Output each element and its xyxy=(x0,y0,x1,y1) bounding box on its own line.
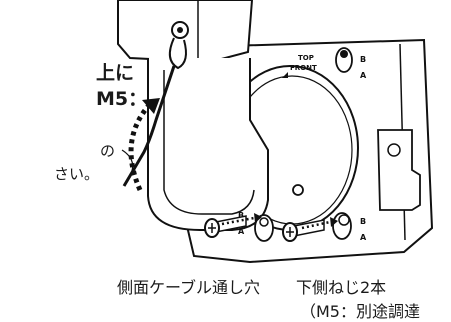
mid-screw xyxy=(292,184,304,196)
top-right-screw xyxy=(340,50,348,58)
instruction-line-1: 上に xyxy=(96,62,135,84)
side-cable-hole-caption: 側面ケーブル通し穴 xyxy=(117,278,261,297)
mark-b-lower-left: B xyxy=(238,211,244,220)
right-tab-hole xyxy=(387,143,401,157)
screw-spec-caption: （M5：別途調達 xyxy=(300,302,420,321)
safety-wire-tail xyxy=(121,149,134,177)
top-front-arrow xyxy=(282,72,288,78)
top-front-label-1: TOP xyxy=(298,54,314,62)
screw-right-cross xyxy=(286,227,294,237)
rotation-arrow-head xyxy=(142,98,160,114)
lower-left-slot-hole xyxy=(259,217,269,227)
mark-a-lower-left: A xyxy=(238,227,245,236)
rotation-arrow xyxy=(128,102,152,192)
mark-a-lower-right: A xyxy=(360,233,367,242)
mark-b-lower-right: B xyxy=(360,217,366,226)
wire-loop xyxy=(168,37,187,70)
mark-a-top: A xyxy=(360,71,367,80)
screw-left-arrow xyxy=(221,216,255,226)
instruction-line-4: さい。 xyxy=(54,165,100,183)
safety-wire xyxy=(122,65,176,187)
top-front-label-2: FRONT xyxy=(290,64,317,72)
wire-anchor-screw-center xyxy=(177,27,183,33)
lower-right-screw-head xyxy=(338,214,350,226)
instruction-line-3: の xyxy=(100,142,116,160)
screw-right-arrow-head xyxy=(330,217,338,227)
camera-neck-inner xyxy=(163,70,255,215)
mark-b-top: B xyxy=(360,55,366,64)
screw-left-cross xyxy=(208,223,216,233)
camera-neck-tube xyxy=(147,58,269,231)
lower-screws-caption: 下側ねじ2本 xyxy=(296,278,387,297)
instruction-line-2: M5： xyxy=(96,88,148,110)
screw-left-arrow-head xyxy=(254,213,262,223)
